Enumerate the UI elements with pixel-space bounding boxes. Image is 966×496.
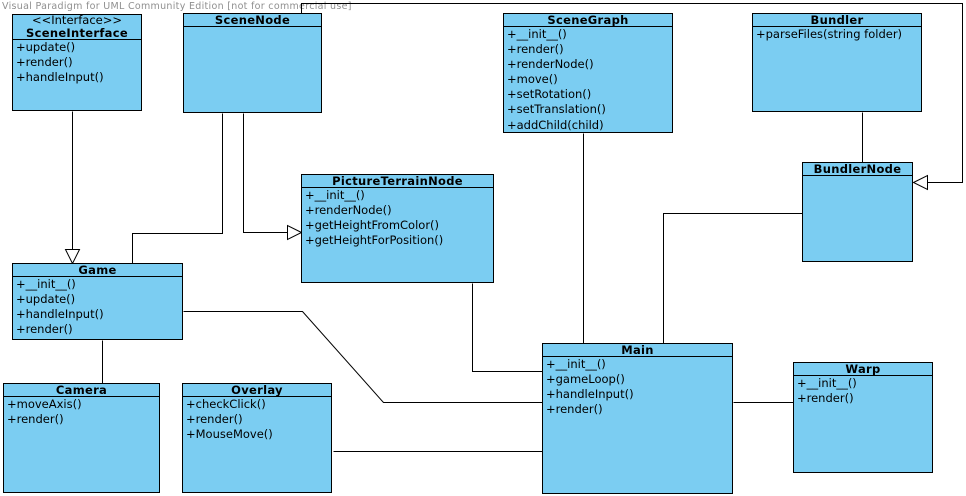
uml-class-header: Bundler — [753, 14, 921, 27]
uml-member: +handleInput() — [16, 70, 104, 85]
uml-class-header: Camera — [4, 384, 159, 397]
uml-member: +setRotation() — [507, 87, 592, 102]
uml-members-compartment: +moveAxis()+render() — [4, 397, 159, 427]
uml-class-header: Overlay — [183, 384, 331, 397]
uml-class-header: Main — [543, 344, 732, 357]
uml-class-header: Game — [13, 264, 182, 277]
uml-class-name-label: Camera — [55, 383, 108, 397]
uml-class-name-label: SceneNode — [214, 13, 291, 27]
generalization-arrow-icon — [64, 249, 81, 265]
connector-game-to-main[interactable] — [183, 311, 543, 403]
connector-picture-terrain-node-to-main[interactable] — [472, 283, 543, 372]
uml-members-compartment: +parseFiles(string folder) — [753, 27, 921, 42]
uml-member: +__init__() — [507, 27, 567, 41]
visual-paradigm-watermark: Visual Paradigm for UML Community Editio… — [2, 1, 352, 12]
uml-class-name-label: Overlay — [231, 383, 283, 397]
uml-member: +setTranslation() — [507, 102, 606, 117]
connector-scene-node-to-game[interactable] — [132, 113, 223, 264]
uml-class-name-label: Main — [621, 343, 654, 357]
uml-member: +update() — [16, 40, 76, 54]
uml-member: +move() — [507, 72, 558, 87]
uml-member: +renderNode() — [305, 203, 392, 218]
uml-member: +MouseMove() — [186, 427, 273, 442]
connector-scene-node-to-bundler-node[interactable] — [301, 3, 963, 183]
uml-members-compartment: +__init__()+render() — [794, 376, 932, 406]
uml-stereotype-label: <<Interface>> — [31, 14, 123, 27]
uml-class-overlay[interactable]: Overlay+checkClick()+render()+MouseMove(… — [182, 383, 332, 493]
uml-member: +handleInput() — [16, 307, 104, 322]
uml-class-warp[interactable]: Warp+__init__()+render() — [793, 362, 933, 473]
uml-class-header: SceneNode — [184, 14, 321, 27]
uml-member: +render() — [546, 402, 603, 417]
uml-member: +__init__() — [305, 188, 365, 202]
uml-class-bundler[interactable]: Bundler+parseFiles(string folder) — [752, 13, 922, 112]
uml-members-compartment: +checkClick()+render()+MouseMove() — [183, 397, 331, 442]
uml-class-main[interactable]: Main+__init__()+gameLoop()+handleInput()… — [542, 343, 733, 494]
uml-member: +__init__() — [546, 357, 606, 371]
connector-scene-node-to-picture-terrain-node[interactable] — [243, 113, 289, 233]
uml-member: +checkClick() — [186, 397, 266, 411]
uml-member: +addChild(child) — [507, 117, 604, 132]
uml-class-game[interactable]: Game+__init__()+update()+handleInput()+r… — [12, 263, 183, 340]
uml-class-name-label: SceneGraph — [547, 13, 629, 27]
uml-member: +update() — [16, 292, 76, 307]
uml-class-name-label: PictureTerrainNode — [332, 174, 463, 188]
uml-class-scene-node[interactable]: SceneNode — [183, 13, 322, 113]
connector-bundler-node-to-main[interactable] — [663, 213, 803, 344]
uml-members-compartment: +__init__()+render()+renderNode()+move()… — [504, 27, 672, 132]
uml-class-scene-graph[interactable]: SceneGraph+__init__()+render()+renderNod… — [503, 13, 673, 133]
uml-class-camera[interactable]: Camera+moveAxis()+render() — [3, 383, 160, 493]
uml-member: +getHeightForPosition() — [305, 233, 444, 248]
generalization-arrow-icon — [912, 174, 928, 191]
uml-member: +render() — [16, 322, 73, 337]
uml-class-header: BundlerNode — [803, 163, 912, 176]
uml-class-scene-interface[interactable]: <<Interface>>SceneInterface+update()+ren… — [12, 14, 142, 111]
uml-class-header: Warp — [794, 363, 932, 376]
uml-member: +render() — [507, 42, 564, 57]
uml-member: +getHeightFromColor() — [305, 218, 440, 233]
uml-class-name-label: SceneInterface — [26, 26, 128, 40]
uml-class-name-label: BundlerNode — [813, 162, 902, 176]
uml-member: +render() — [7, 412, 64, 427]
uml-member: +gameLoop() — [546, 372, 625, 387]
uml-member: +handleInput() — [546, 387, 634, 402]
uml-class-name-label: Bundler — [810, 13, 864, 27]
uml-members-compartment: +__init__()+renderNode()+getHeightFromCo… — [302, 188, 493, 248]
generalization-arrow-icon — [287, 224, 303, 241]
uml-member: +render() — [797, 391, 854, 406]
uml-member: +moveAxis() — [7, 397, 82, 411]
uml-member: +renderNode() — [507, 57, 594, 72]
uml-members-compartment: +__init__()+gameLoop()+handleInput()+ren… — [543, 357, 732, 417]
uml-member: +__init__() — [797, 376, 857, 390]
uml-member: +render() — [16, 55, 73, 70]
uml-class-name-label: Game — [78, 263, 117, 277]
uml-members-compartment: +__init__()+update()+handleInput()+rende… — [13, 277, 182, 337]
uml-member: +render() — [186, 412, 243, 427]
uml-class-header: PictureTerrainNode — [302, 175, 493, 188]
uml-class-name-label: Warp — [845, 362, 881, 376]
uml-member: +__init__() — [16, 277, 76, 291]
uml-members-compartment: +update()+render()+handleInput() — [13, 40, 141, 85]
uml-class-header: <<Interface>>SceneInterface — [13, 15, 141, 40]
uml-class-bundler-node[interactable]: BundlerNode — [802, 162, 913, 262]
uml-member: +parseFiles(string folder) — [756, 27, 903, 41]
uml-class-picture-terrain-node[interactable]: PictureTerrainNode+__init__()+renderNode… — [301, 174, 494, 283]
uml-class-header: SceneGraph — [504, 14, 672, 27]
